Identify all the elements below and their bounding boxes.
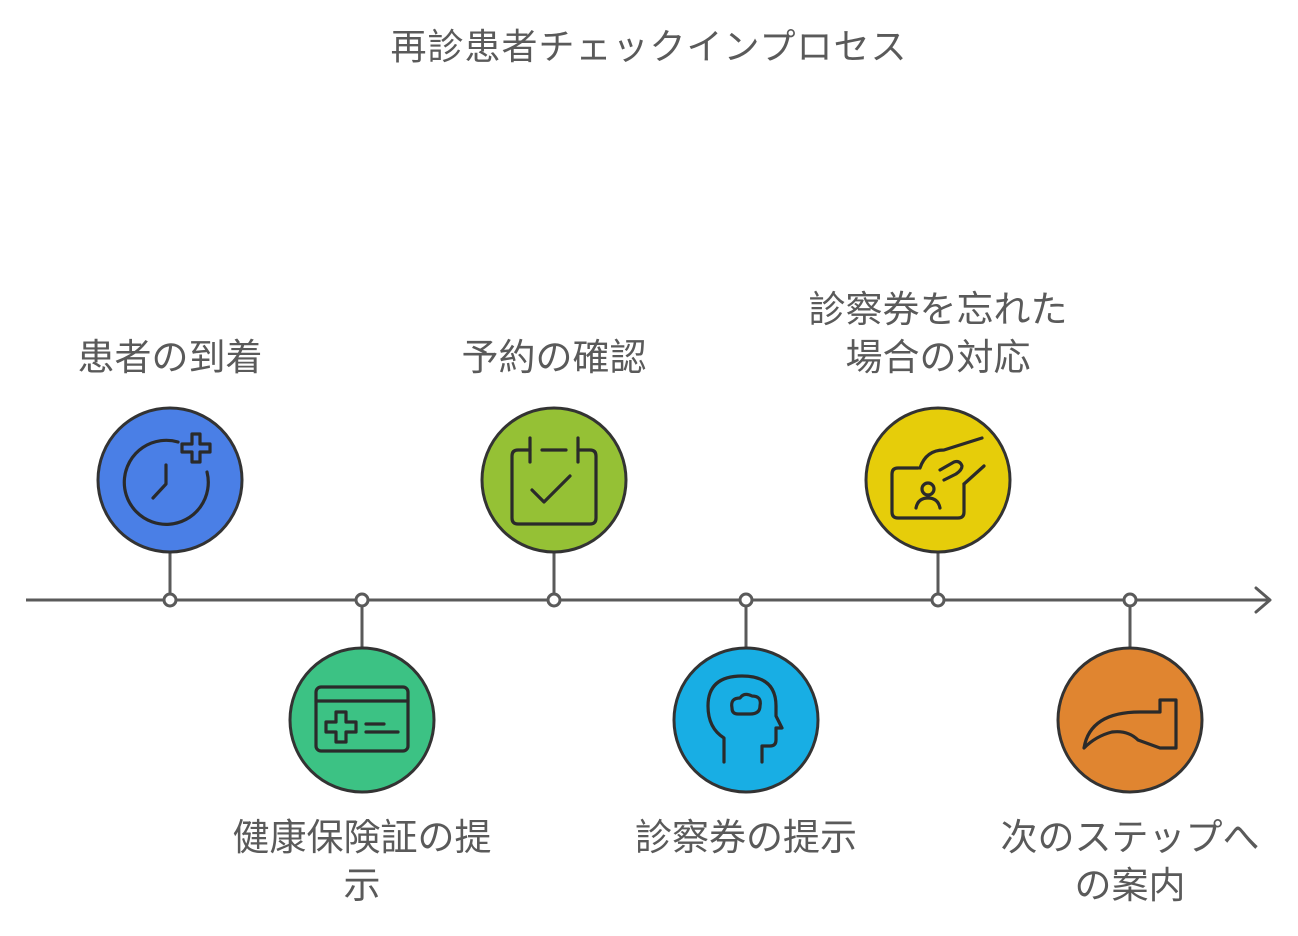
hand-id-card-icon <box>890 436 986 520</box>
step-3-circle <box>480 406 628 554</box>
step-1-label: 患者の到着 <box>77 336 263 379</box>
timeline-node-6 <box>1122 592 1138 608</box>
step-6-label: 次のステップへ の案内 <box>1000 816 1260 907</box>
step-4-label: 診察券の提示 <box>635 816 857 859</box>
head-thought-icon <box>706 674 784 764</box>
timeline-node-5 <box>930 592 946 608</box>
timeline-node-2 <box>354 592 370 608</box>
step-1-circle <box>96 406 244 554</box>
timeline-node-1 <box>162 592 178 608</box>
step-3-label: 予約の確認 <box>461 336 647 379</box>
diagram-title: 再診患者チェックインプロセス <box>390 27 908 68</box>
step-2-circle <box>288 646 436 794</box>
calendar-check-icon <box>510 436 598 526</box>
redirect-arrow-icon <box>1082 698 1178 750</box>
step-4-circle <box>672 646 820 794</box>
step-6-circle <box>1056 646 1204 794</box>
timeline-arrowhead <box>1254 586 1272 614</box>
timeline-node-3 <box>546 592 562 608</box>
step-2-label: 健康保険証の提 示 <box>232 816 492 907</box>
timeline-node-4 <box>738 592 754 608</box>
insurance-card-icon <box>314 685 410 753</box>
clock-plus-icon <box>122 432 212 526</box>
step-5-circle <box>864 406 1012 554</box>
step-5-label: 診察券を忘れた 場合の対応 <box>808 288 1068 379</box>
